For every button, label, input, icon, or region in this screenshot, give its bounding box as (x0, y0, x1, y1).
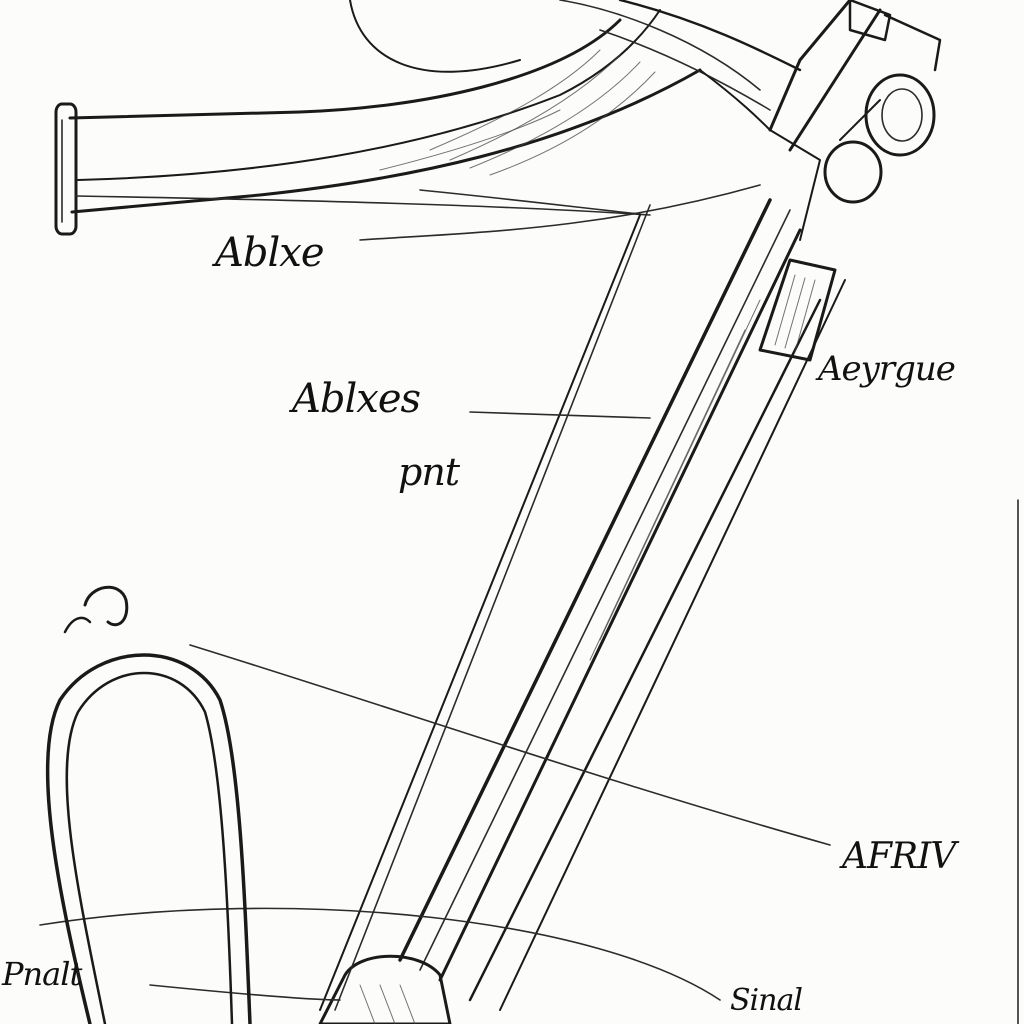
label-right-lower: AFRIV (839, 836, 960, 877)
label-right-upper: Aeyrgue (815, 349, 955, 389)
label-middle-left-2: pnt (398, 450, 461, 494)
label-bottom-left: Pnalt (1, 955, 82, 993)
label-top-left: Ablxe (211, 230, 324, 276)
horn-arm (54, 0, 802, 236)
leader-lines (39, 184, 831, 1001)
label-bottom-right: Sinal (730, 983, 802, 1018)
label-middle-left-1: Ablxes (288, 376, 421, 422)
tuning-head (768, 0, 942, 241)
loop-handle (45, 653, 252, 1024)
string-line-2 (334, 204, 651, 1011)
main-neck (318, 198, 846, 1024)
curl-mark (63, 585, 129, 634)
string-line (319, 214, 641, 1011)
